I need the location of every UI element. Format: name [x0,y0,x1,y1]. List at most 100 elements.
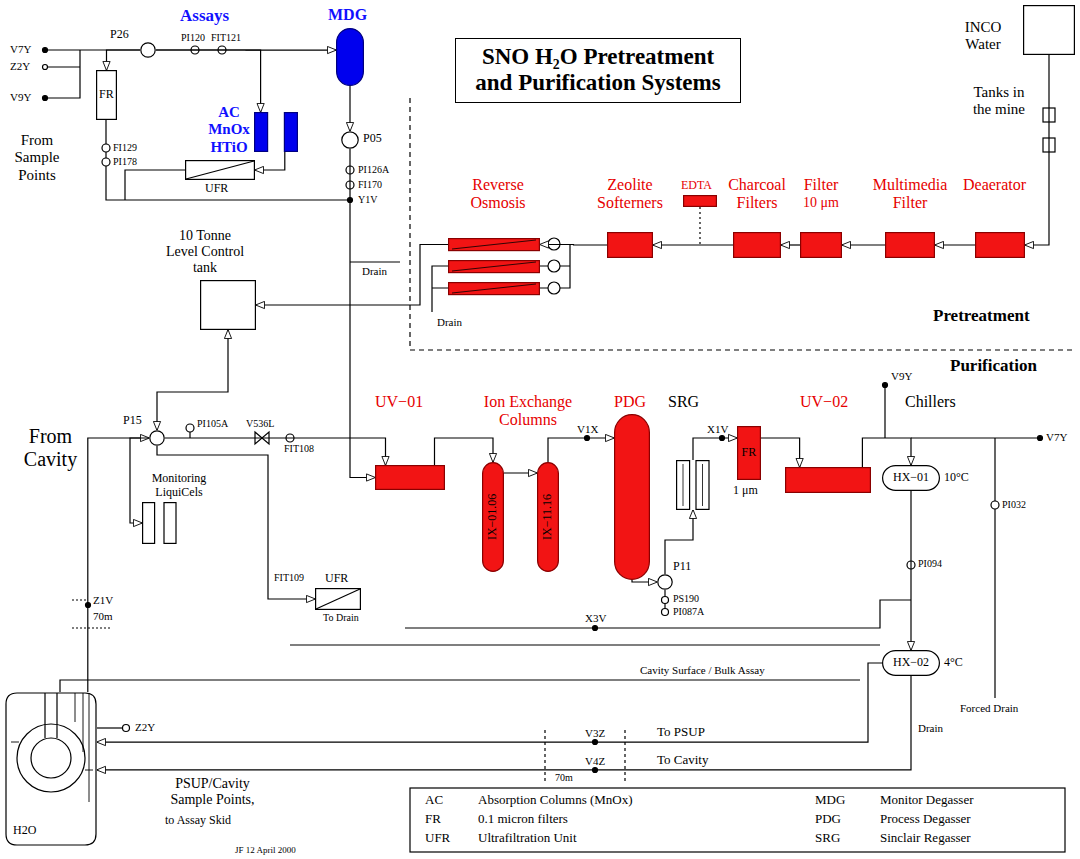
node-label: EDTA [681,179,712,193]
ultrafiltration-unit [186,161,255,180]
shape-outline [1023,5,1075,55]
group-heading: Ion Exchange Columns [478,393,578,430]
reverse-osmosis-unit [449,261,540,273]
instrument-tag: PI105A [197,418,228,430]
node-label: Zeolite Softerners [588,176,672,213]
valve-label: V536L [246,418,274,430]
node-label: 10 Tonne Level Control tank [165,228,245,276]
node-label: 4°C [944,656,963,670]
valve-label: V9Y [10,91,31,104]
node-label: IX−11.16 [541,494,555,540]
valve-label: Y1V [358,194,377,206]
shape-outline [800,232,842,258]
pump-symbol [342,132,358,148]
pipe-connector [1025,55,1049,245]
instrument-tag: FI129 [113,142,137,154]
pump-symbol [150,431,164,445]
drain-label: Drain [362,265,387,278]
node-label: Filter [794,176,848,194]
pump-symbol: P26 [140,42,156,58]
absorption-columns [284,113,297,152]
absorption-columns [255,113,268,152]
node-label: UFR [205,182,228,196]
node-label: UV−02 [800,393,848,411]
node-label: MDG [328,6,367,24]
shape-outline [185,160,255,180]
pipe-connector [156,50,261,112]
node-label: IX−01.06 [486,494,500,540]
table-cell: Sinclair Regasser [880,831,971,846]
table-cell: MDG [815,793,845,808]
instrument-symbol [991,501,999,509]
valve-label: Z2Y [135,721,155,734]
degasser-vessel [615,415,650,580]
table-cell: Process Degasser [880,812,971,827]
degasser-vessel: MDG [336,28,364,86]
shape-outline [733,232,781,258]
regasser-unit: SRG [676,460,710,510]
psup-sphere [17,724,85,792]
shape-outline [375,465,445,490]
node-label: INCO Water [953,19,1013,54]
heat-exchanger [883,651,940,676]
note-text: Tanks in the mine [963,84,1035,119]
node-label: 10°C [944,471,969,485]
pump-symbol: P05 [341,131,359,149]
shape-outline [140,42,156,58]
sample-tube [11,693,93,802]
node-label: PDG [614,393,646,411]
heat-exchanger: HX−0110°C [882,465,940,491]
node-label: Deaerator [963,176,1026,194]
shape-outline [657,574,673,590]
table-cell: FR [425,812,441,827]
pipe-connector [781,244,800,245]
shape-outline [200,280,256,330]
treatment-unit: Deaerator [975,232,1025,258]
node-label: HX−01 [893,471,929,485]
valve-label: Z1V [93,594,113,607]
valve-dot [593,626,598,631]
table-cell: 0.1 micron filters [478,812,568,827]
pipe-connector [761,438,800,467]
treatment-unit: Multimedia Filter [885,232,935,258]
dimension-label: 70m [555,772,573,784]
vessel-neck [45,693,57,738]
note-text: PSUP/Cavity Sample Points, [165,776,260,808]
membrane-line [186,161,254,179]
degasser-vessel [337,29,364,86]
membrane-line [316,589,360,609]
pipe-connector [665,510,693,574]
node-label: P11 [673,560,691,574]
pipe-connector [349,86,350,131]
valve-label: V3Z [585,727,605,740]
ion-exchange-column [538,463,559,572]
water-source-box [1024,6,1075,55]
table-cell: SRG [815,831,840,846]
instrument-symbol [662,609,669,616]
ion-exchange-column: IX−11.16 [537,462,559,572]
section-heading: Pretreatment [933,306,1030,326]
drain-label: Forced Drain [960,702,1018,715]
uv-unit: UV−02 [785,467,871,493]
instrument-tag: FI170 [358,179,382,191]
node-label: AC MnOx HTiO [206,104,252,156]
pipe-connector [88,438,149,692]
membrane-line [452,284,536,293]
pipe-connector [256,244,448,305]
drain-label: Drain [437,316,462,329]
shape-outline [341,131,359,149]
ultrafiltration-unit: UFRTo Drain [315,588,361,610]
dosing-unit [684,196,717,207]
pipe-connector [910,491,911,650]
sample-line [97,727,122,728]
shape-outline [676,460,710,510]
shape-outline [336,28,364,86]
abbreviation-table-frame [410,788,1065,852]
uv-unit [786,468,871,493]
note-text: From Sample Points [8,132,66,184]
node-label: 1 μm [733,484,758,498]
pipe-connector [157,446,315,599]
instrument-tag: PI094 [918,558,942,570]
treatment-unit [886,233,935,258]
